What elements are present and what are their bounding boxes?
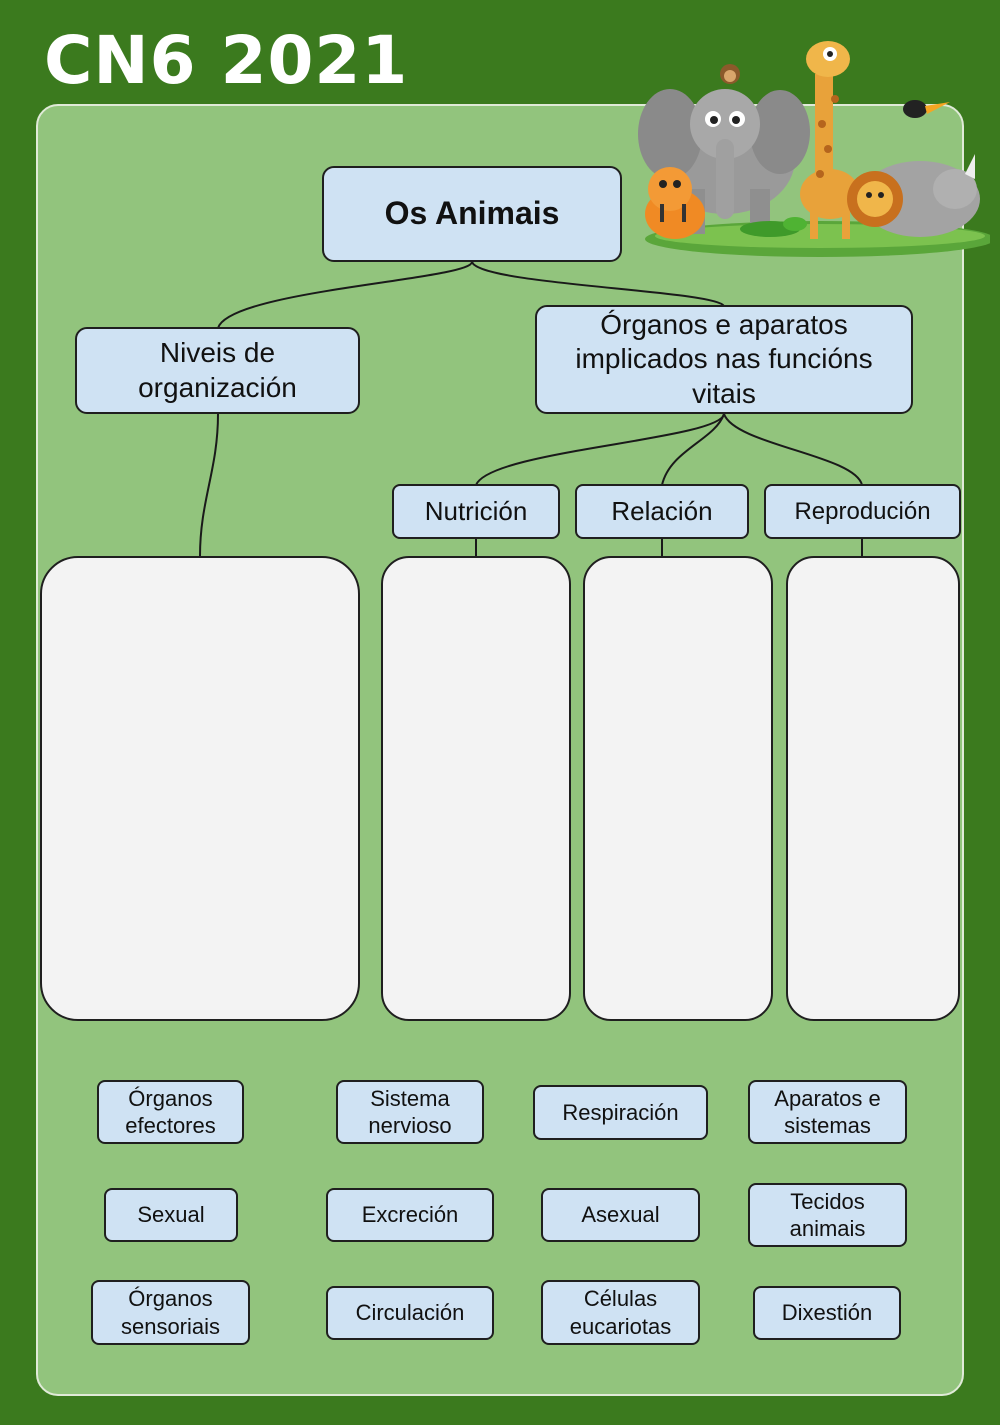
- function-box-reproduction: Reprodución: [764, 484, 961, 539]
- toucan-icon: [903, 100, 950, 118]
- monkey-icon: [720, 64, 740, 84]
- drop-zone-nutrition[interactable]: [381, 556, 571, 1021]
- root-node-box: Os Animais: [322, 166, 622, 262]
- levels-node-box: Niveis de organización: [75, 327, 360, 414]
- word-chip[interactable]: Circulación: [326, 1286, 494, 1340]
- organs-node-box: Órganos e aparatos implicados nas funció…: [535, 305, 913, 414]
- word-chip[interactable]: Órganos efectores: [97, 1080, 244, 1144]
- function-box-nutrition: Nutrición: [392, 484, 560, 539]
- drop-zone-levels[interactable]: [40, 556, 360, 1021]
- word-chip[interactable]: Dixestión: [753, 1286, 901, 1340]
- tiger-icon: [645, 167, 705, 239]
- drop-zone-relation[interactable]: [583, 556, 773, 1021]
- word-chip[interactable]: Células eucariotas: [541, 1280, 700, 1345]
- giraffe-icon: [800, 41, 860, 239]
- lion-icon: [847, 171, 903, 227]
- crocodile-icon: [740, 217, 807, 237]
- word-chip[interactable]: Excreción: [326, 1188, 494, 1242]
- word-chip[interactable]: Órganos sensoriais: [91, 1280, 250, 1345]
- worksheet-title: CN6 2021: [44, 22, 409, 99]
- drop-zone-reproduction[interactable]: [786, 556, 960, 1021]
- word-chip[interactable]: Sexual: [104, 1188, 238, 1242]
- function-box-relation: Relación: [575, 484, 749, 539]
- word-chip[interactable]: Tecidos animais: [748, 1183, 907, 1247]
- word-chip[interactable]: Respiración: [533, 1085, 708, 1140]
- zoo-animals-illustration: [638, 41, 990, 257]
- word-chip[interactable]: Aparatos e sistemas: [748, 1080, 907, 1144]
- word-chip[interactable]: Asexual: [541, 1188, 700, 1242]
- word-chip[interactable]: Sistema nervioso: [336, 1080, 484, 1144]
